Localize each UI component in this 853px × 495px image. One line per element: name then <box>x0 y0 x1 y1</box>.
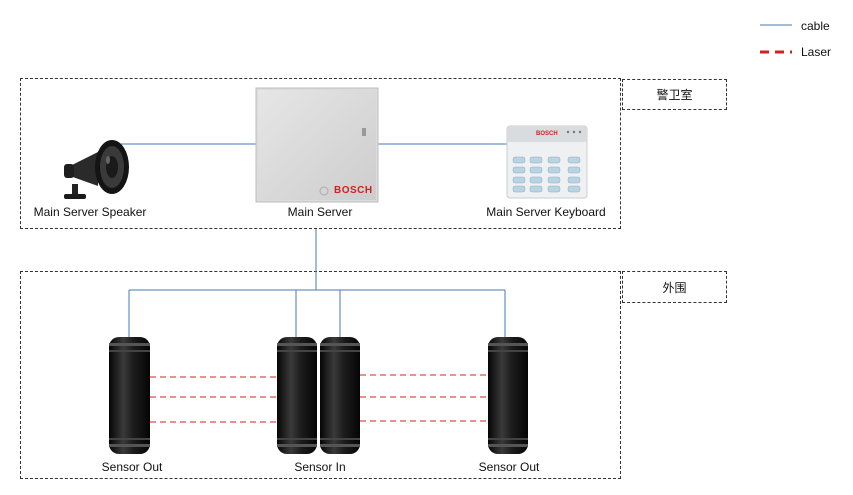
laser-beams-left <box>150 376 277 423</box>
sensor-left-icon <box>109 337 150 454</box>
sensor-middle-right-icon <box>320 337 360 454</box>
main-server-icon <box>255 87 379 203</box>
sensor-left-label: Sensor Out <box>101 460 163 474</box>
legend-laser-label: Laser <box>801 45 832 59</box>
laser-beams-right <box>360 374 488 422</box>
perimeter-label: 外围 <box>622 271 727 303</box>
keyboard-icon <box>506 125 588 199</box>
server-label: Main Server <box>287 205 353 219</box>
sensor-middle-left-icon <box>277 337 317 454</box>
sensor-right-label: Sensor Out <box>478 460 540 474</box>
legend-cable-label: cable <box>801 19 830 33</box>
sensor-right-icon <box>488 337 528 454</box>
keyboard-label: Main Server Keyboard <box>486 205 606 219</box>
perimeter-zone <box>20 271 621 479</box>
guard-room-label: 警卫室 <box>622 79 727 110</box>
sensor-middle-label: Sensor In <box>294 460 346 474</box>
keyboard-brand-logo: BOSCH <box>536 131 558 137</box>
speaker-label: Main Server Speaker <box>33 205 147 219</box>
server-brand-logo: BOSCH <box>334 185 373 196</box>
guard-room-zone <box>20 78 621 229</box>
speaker-icon <box>64 140 129 199</box>
